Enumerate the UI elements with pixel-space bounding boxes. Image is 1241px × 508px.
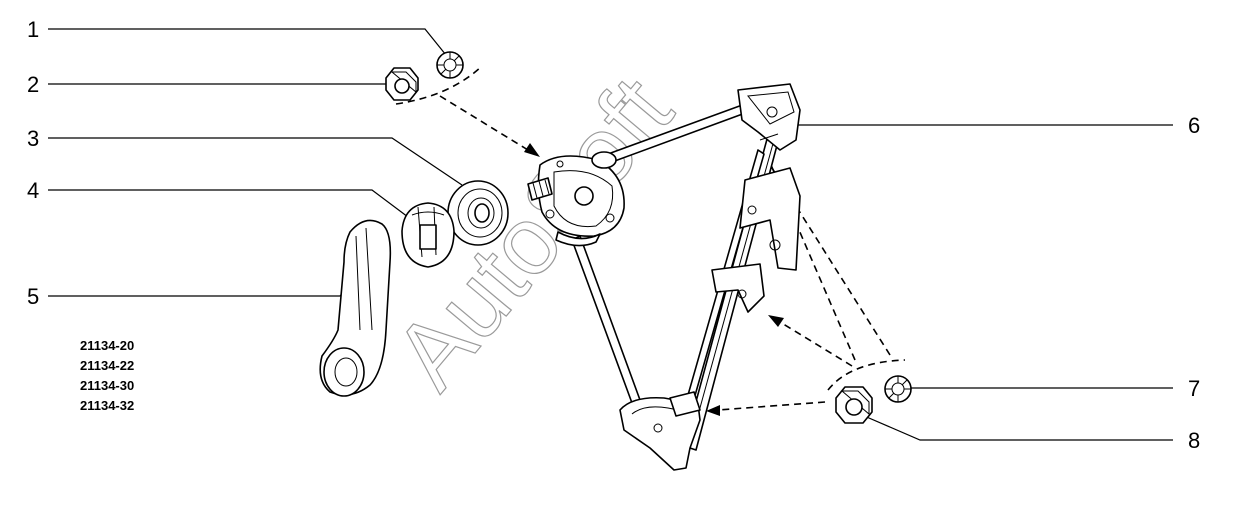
lock-washer-icon (884, 375, 912, 403)
model-code: 21134-20 (80, 338, 134, 353)
crank-handle-icon (319, 219, 392, 397)
callout-1: 1 (27, 17, 39, 42)
window-regulator-mechanism (527, 83, 801, 471)
handle-socket-icon (401, 202, 455, 268)
lower-guide-bracket-icon (619, 391, 701, 471)
hex-nut-icon (385, 67, 419, 101)
model-code: 21134-30 (80, 378, 134, 393)
spacer-ring-icon (447, 180, 509, 246)
model-codes: 21134-20 21134-22 21134-30 21134-32 (80, 338, 134, 413)
hex-nut-icon (835, 386, 873, 424)
callout-7: 7 (1188, 376, 1200, 401)
model-code: 21134-22 (80, 358, 134, 373)
callout-4: 4 (27, 178, 39, 203)
drive-unit-icon (527, 151, 625, 247)
upper-guide-bracket-icon (737, 83, 801, 151)
model-code: 21134-32 (80, 398, 134, 413)
callout-numbers: 1 2 3 4 5 6 7 8 (27, 17, 1200, 453)
callout-3: 3 (27, 126, 39, 151)
lock-washer-icon (436, 51, 464, 79)
callout-5: 5 (27, 284, 39, 309)
callout-8: 8 (1188, 428, 1200, 453)
callout-6: 6 (1188, 113, 1200, 138)
callout-2: 2 (27, 72, 39, 97)
leader-lines (48, 28, 1173, 441)
